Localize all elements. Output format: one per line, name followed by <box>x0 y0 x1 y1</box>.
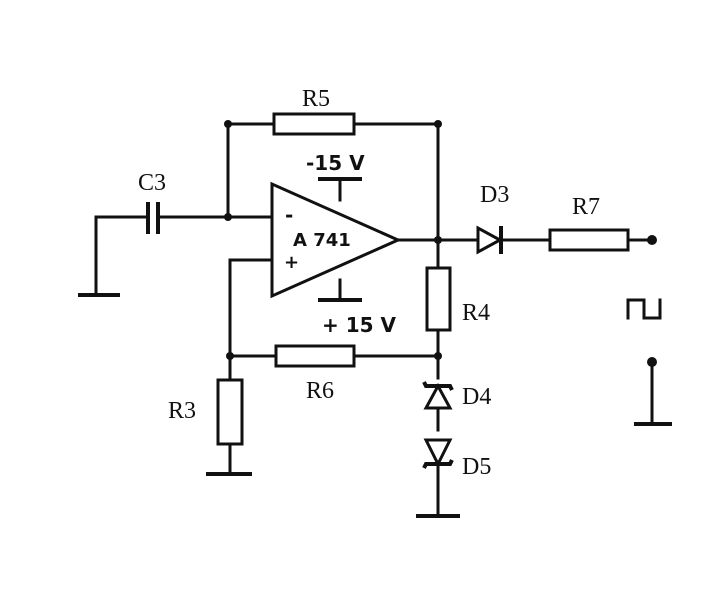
label-d3: D3 <box>480 182 509 208</box>
resistor-r5 <box>272 112 356 136</box>
return-terminal <box>647 357 657 367</box>
capacitor-c3 <box>146 202 160 234</box>
square-wave-icon <box>626 298 662 320</box>
label-positive-supply: + 15 V <box>322 313 397 337</box>
label-r4: R4 <box>462 300 490 326</box>
label-d4: D4 <box>462 384 491 410</box>
label-opamp-noninverting: + <box>284 252 299 273</box>
label-negative-supply: -15 V <box>306 151 365 175</box>
resistor-r6 <box>274 344 356 368</box>
label-c3: C3 <box>138 170 166 196</box>
label-r3: R3 <box>168 398 196 424</box>
label-opamp-inverting: - <box>285 203 293 227</box>
junction-dot <box>226 352 234 360</box>
junction-dot <box>434 236 442 244</box>
junction-dot <box>224 120 232 128</box>
junction-dot <box>224 213 232 221</box>
diode-d3 <box>476 225 504 255</box>
label-opamp: A 741 <box>293 230 351 251</box>
resistor-r4 <box>425 266 452 332</box>
label-r7: R7 <box>572 194 600 220</box>
label-r6: R6 <box>306 378 334 404</box>
zener-d4 <box>422 381 454 432</box>
input-wire <box>94 215 148 297</box>
opamp-triangle <box>270 181 402 299</box>
resistor-r3 <box>216 378 244 446</box>
junctions <box>224 120 657 367</box>
resistor-r7 <box>548 228 630 252</box>
output-terminal <box>647 235 657 245</box>
noninverting-wire <box>228 258 274 358</box>
junction-dot <box>434 352 442 360</box>
label-d5: D5 <box>462 454 491 480</box>
feedback-left-wire <box>226 122 276 219</box>
feedback-right-wire <box>352 122 440 242</box>
junction-dot <box>434 120 442 128</box>
zener-d5 <box>422 438 454 488</box>
label-r5: R5 <box>302 86 330 112</box>
